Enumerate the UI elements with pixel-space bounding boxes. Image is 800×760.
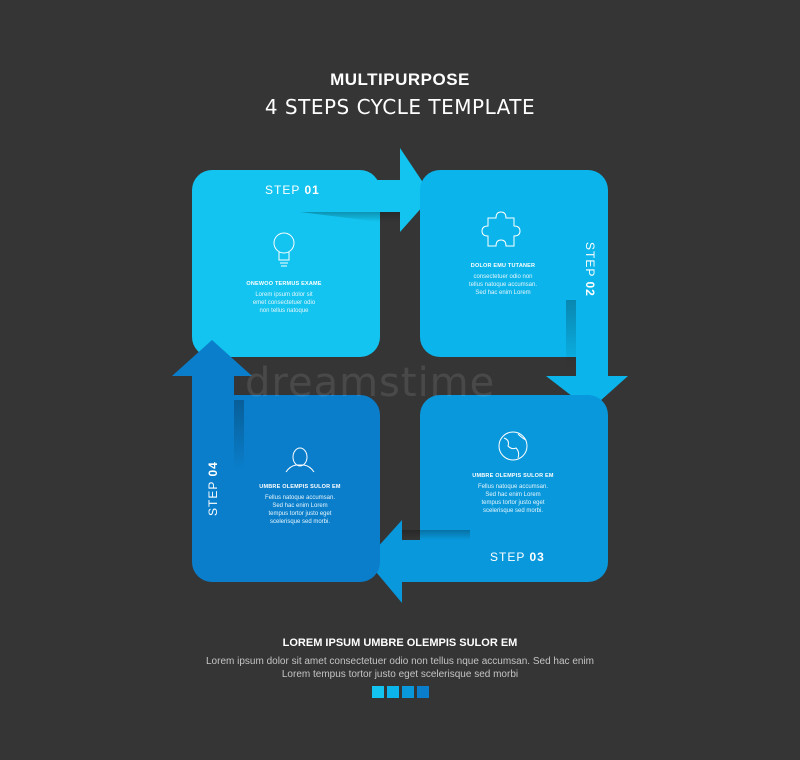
lightbulb-icon	[273, 232, 295, 267]
swatch-step-4	[417, 686, 429, 698]
step-2-card	[420, 170, 628, 410]
step-2-label: STEP 02	[583, 242, 597, 297]
step-3-title: UMBRE OLEMPIS SULOR EM	[472, 473, 554, 479]
puzzle-icon	[481, 211, 521, 247]
watermark: dreamstime	[245, 360, 496, 406]
step-4-body: Fellus natoque accumsan. Sed hac enim Lo…	[264, 495, 336, 525]
step-2-text: DOLOR EMU TUTANER consectetuer odio non …	[443, 263, 563, 297]
swatch-step-3	[402, 686, 414, 698]
step-4-title: UMBRE OLEMPIS SULOR EM	[259, 484, 341, 490]
swatch-step-2	[387, 686, 399, 698]
page-subtitle: 4 STEPS CYCLE TEMPLATE	[264, 95, 536, 119]
step-2-title: DOLOR EMU TUTANER	[470, 263, 536, 269]
footer-title: LOREM IPSUM UMBRE OLEMPIS SULOR EM	[282, 637, 518, 649]
step-1-text: ONEWOO TERMUS EXAME Lorem ipsum dolor si…	[224, 281, 344, 315]
page-title: MULTIPURPOSE	[330, 70, 470, 89]
step-1-title: ONEWOO TERMUS EXAME	[246, 281, 322, 287]
user-icon	[285, 447, 315, 473]
step-4-card	[172, 340, 380, 582]
swatch-step-1	[372, 686, 384, 698]
step-3-body: Fellus natoque accumsan. Sed hac enim Lo…	[477, 484, 549, 514]
step-4-label: STEP 04	[206, 461, 220, 516]
step-2-body: consectetuer odio non tellus natoque acc…	[468, 274, 538, 296]
footer-body: Lorem ipsum dolor sit amet consectetuer …	[206, 656, 594, 680]
step-3-card	[366, 395, 608, 603]
step-3-label: STEP 03	[490, 550, 545, 564]
step-1-label: STEP 01	[265, 183, 320, 197]
step-1-card	[192, 148, 432, 357]
globe-icon	[498, 431, 528, 461]
step-3-text: UMBRE OLEMPIS SULOR EM Fellus natoque ac…	[453, 473, 573, 515]
step-4-text: UMBRE OLEMPIS SULOR EM Fellus natoque ac…	[240, 484, 360, 526]
step-1-body: Lorem ipsum dolor sit emet consectetuer …	[252, 292, 316, 314]
color-swatches	[372, 686, 429, 698]
